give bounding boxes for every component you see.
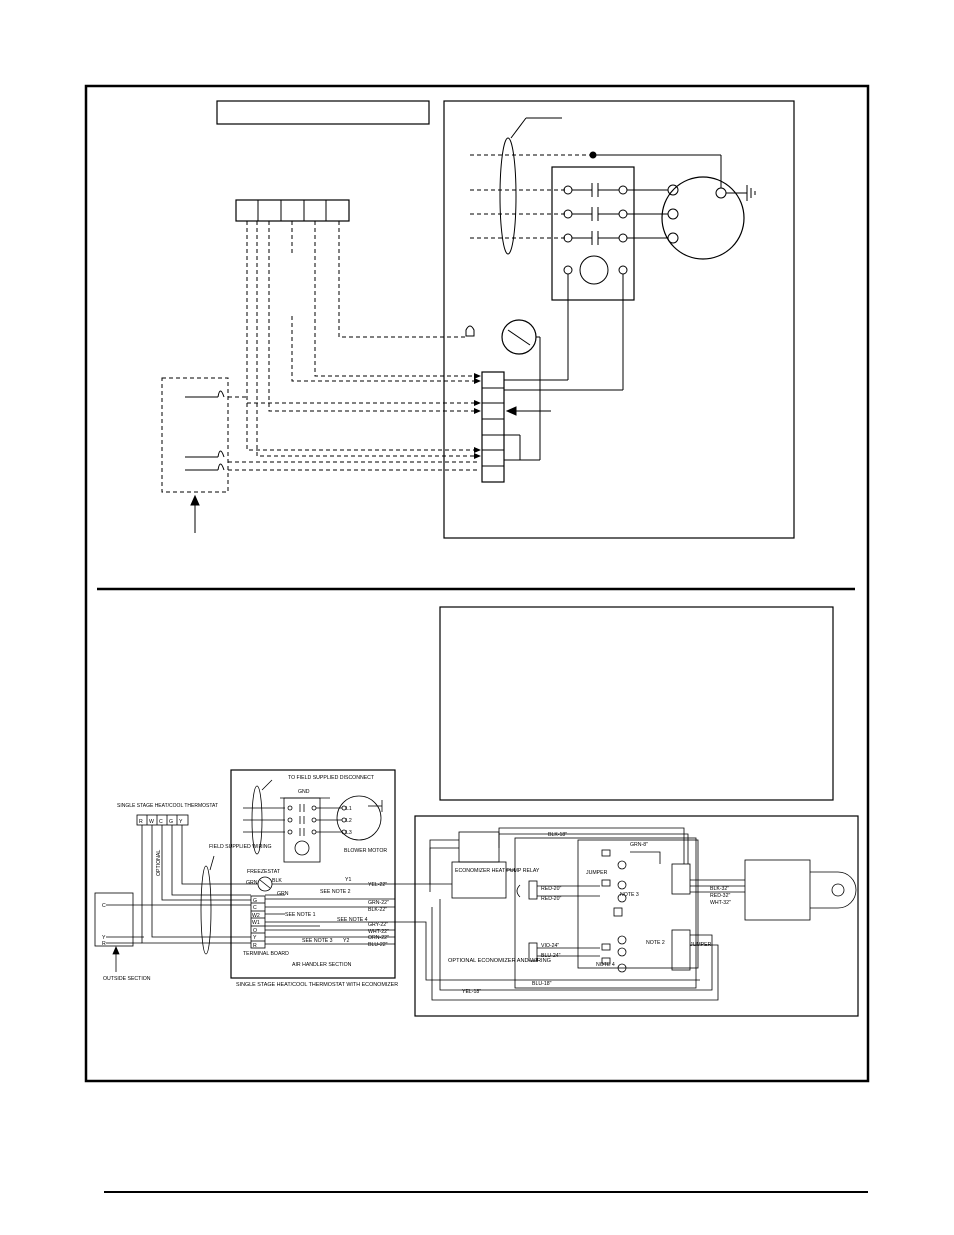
air-handler-section	[230, 769, 396, 979]
wire-blk32: BLK-32"	[710, 886, 729, 892]
outside-unit-dashed-links	[228, 396, 478, 471]
wire-nut-icon	[465, 325, 475, 337]
tstat-terminal-r: R	[139, 819, 143, 825]
footer-rule	[104, 1191, 868, 1193]
contactor	[551, 166, 635, 301]
wire-wht32: WHT-32"	[710, 900, 731, 906]
label-thermostat: SINGLE STAGE HEAT/COOL THERMOSTAT	[117, 803, 218, 809]
label-optional-economizer: OPTIONAL ECONOMIZER AND WIRING	[448, 958, 551, 964]
wire-wht22: WHT-22"	[368, 929, 389, 935]
wire-blk18: BLK-18"	[548, 832, 567, 838]
wire-grn8: GRN-8"	[630, 842, 648, 848]
label-terminal-board: TERMINAL BOARD	[243, 951, 289, 957]
label-jumper-1: JUMPER	[586, 870, 608, 876]
tstat-terminal-y: Y	[179, 819, 183, 825]
wire-blu22: BLU-22"	[368, 942, 388, 948]
wire-yel18: YEL-18"	[462, 989, 481, 995]
label-blower-motor: BLOWER MOTOR	[344, 848, 387, 854]
tb-terminal-w2: W2	[252, 913, 260, 919]
label-economizer-relay: ECONOMIZER HEAT PUMP RELAY	[455, 868, 540, 874]
field-wire-arrowheads	[474, 373, 481, 459]
label-to-field-disconnect: TO FIELD SUPPLIED DISCONNECT	[288, 775, 375, 781]
label-l2: L2	[346, 818, 352, 824]
supply-wires	[470, 154, 590, 239]
air-handler-box	[443, 100, 795, 539]
wire-red32: RED-32"	[710, 893, 730, 899]
label-l3: L3	[346, 830, 352, 836]
label-see-note-3: SEE NOTE 3	[302, 938, 333, 944]
wire-blu24: BLU-24"	[541, 953, 561, 959]
bottom-caption: SINGLE STAGE HEAT/COOL THERMOSTAT WITH E…	[236, 982, 398, 988]
tb-terminal-c: C	[253, 905, 257, 911]
tb-terminal-o: O	[253, 928, 257, 934]
thermostat-terminal-strip	[235, 199, 350, 222]
label-note-3: NOTE 3	[620, 892, 639, 898]
label-air-handler-section: AIR HANDLER SECTION	[292, 962, 352, 968]
terminal-block-arrow-icon	[505, 406, 551, 416]
label-grn-wire: GRN	[277, 891, 289, 897]
top-title-box	[216, 100, 430, 125]
outer-frame	[84, 84, 870, 1083]
cable-leader-line	[510, 117, 527, 139]
economizer-section	[395, 815, 859, 1017]
thermostat-field-wires	[246, 221, 478, 457]
wire-yel22: YEL-22"	[368, 882, 387, 888]
label-see-note-4: SEE NOTE 4	[337, 917, 368, 923]
wire-blu18: BLU-18"	[532, 981, 552, 987]
tb-terminal-g: G	[253, 898, 257, 904]
label-note-4: NOTE 4	[596, 962, 615, 968]
label-note-2: NOTE 2	[646, 940, 665, 946]
label-l1: L1	[346, 806, 352, 812]
thermostat-and-outside	[94, 814, 258, 972]
label-y1: Y1	[345, 877, 351, 883]
label-grn: GRN	[246, 880, 258, 886]
tstat-terminal-w: W	[149, 819, 154, 825]
outside-terminal-r: R	[102, 941, 106, 947]
wire-blk22: BLK-22"	[368, 907, 387, 913]
label-see-note-2: SEE NOTE 2	[320, 889, 351, 895]
outside-unit-arrow-icon	[190, 494, 200, 533]
label-y2: Y2	[343, 938, 349, 944]
label-gnd: GND	[298, 789, 310, 795]
label-see-note-1: SEE NOTE 1	[285, 912, 316, 918]
wire-orn22: ORN-22"	[368, 935, 389, 941]
outside-unit-box-top	[161, 377, 229, 493]
label-optional: OPTIONAL	[156, 850, 162, 876]
label-freezestat: FREEZESTAT	[247, 869, 281, 875]
label-jumper-2: JUMPER	[690, 942, 712, 948]
tstat-terminal-g: G	[169, 819, 173, 825]
wire-vio24: VIO-24"	[541, 943, 559, 949]
tb-terminal-y: Y	[253, 935, 257, 941]
ground-symbol-icon	[746, 185, 756, 201]
wire-gry22: GRY-22"	[368, 922, 388, 928]
outside-terminal-c: C	[102, 903, 106, 909]
blower-motor-top	[627, 176, 747, 260]
outside-unit-wires	[185, 390, 225, 471]
bottom-diagram-labels: TO FIELD SUPPLIED DISCONNECT GND L1 L2 L…	[102, 775, 731, 995]
tb-terminal-r: R	[253, 943, 257, 949]
notes-box	[439, 606, 834, 801]
label-outside-section: OUTSIDE SECTION	[103, 976, 151, 982]
terminal-block-top	[481, 371, 505, 483]
tstat-terminal-c: C	[159, 819, 163, 825]
wire-red20b: RED-20"	[541, 896, 561, 902]
tb-terminal-w1: W1	[252, 920, 260, 926]
cable-bundle-loop	[499, 137, 517, 255]
outside-terminal-y: Y	[102, 935, 106, 941]
top-diagram	[161, 100, 795, 539]
wire-grn22: GRN-22"	[368, 900, 389, 906]
label-blk-wire: BLK	[272, 878, 282, 884]
label-field-wiring: FIELD SUPPLIED WIRING	[209, 844, 272, 850]
freezestat-top	[501, 319, 541, 461]
wire-red20a: RED-20"	[541, 886, 561, 892]
